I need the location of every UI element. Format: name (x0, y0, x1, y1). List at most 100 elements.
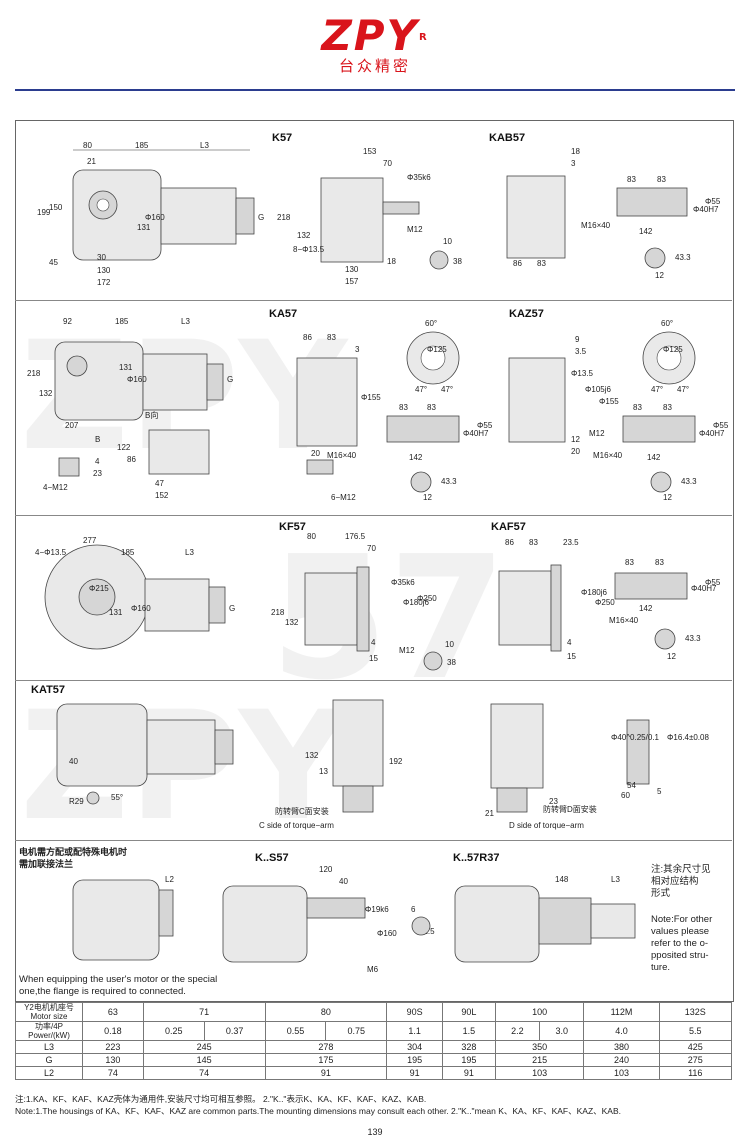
table-cell: 328 (442, 1040, 496, 1054)
dimension-label: 131 (137, 223, 151, 232)
dimension-label: 3 (571, 159, 576, 168)
dimension-label: 83 (427, 403, 436, 412)
table-cell: 245 (142, 1040, 266, 1054)
dimension-label: L3 (185, 548, 194, 557)
dimension-label: Φ180j6 (403, 598, 430, 607)
dimension-label: 40 (339, 877, 348, 886)
table-cell: 215 (494, 1053, 585, 1067)
dimension-label: 10 (443, 237, 452, 246)
dimension-label: 142 (409, 453, 423, 462)
dimension-label: Φ250 (595, 598, 615, 607)
dimension-label: Φ105j6 (585, 385, 612, 394)
dimension-label: 10 (445, 640, 454, 649)
dimension-label: 47 (155, 479, 164, 488)
dimension-label: 5 (657, 787, 662, 796)
table-cell: 0.75 (325, 1021, 388, 1041)
spec-table: Y2电机机座号 Motor size 63 71 80 90S 90L 100 … (15, 1002, 733, 1080)
dimension-label: 38 (447, 658, 456, 667)
dimension-label: 130 (345, 265, 359, 274)
dimension-label: 12 (655, 271, 664, 280)
dimension-label: 43.3 (675, 253, 691, 262)
dimension-label: Φ155 (361, 393, 381, 402)
dimension-label: D side of torque−arm (509, 821, 584, 830)
table-cell: 0.37 (203, 1021, 266, 1041)
dimension-label: C side of torque−arm (259, 821, 334, 830)
dimension-label: 防转臂D面安装 (543, 804, 597, 814)
table-cell: 0.18 (82, 1021, 144, 1041)
dimension-label: Φ40H7 (699, 429, 725, 438)
dimension-label: Φ180j6 (581, 588, 608, 597)
dimension-label: M16×40 (327, 451, 357, 460)
table-cell: 1.5 (442, 1021, 496, 1041)
logo-mark: ZPYR (321, 11, 429, 60)
dimension-label: 218 (271, 608, 285, 617)
dimension-label: B (95, 435, 100, 444)
dimension-label: 43.3 (685, 634, 701, 643)
dimension-label: 132 (285, 618, 299, 627)
dimension-label: 150 (49, 203, 63, 212)
dimension-label: 131 (109, 608, 123, 617)
dimension-label: 45 (49, 258, 58, 267)
table-cell: 74 (82, 1066, 144, 1080)
table-cell: 71 (142, 1002, 266, 1022)
dimension-label: Φ55 (705, 578, 721, 587)
dimension-label: Φ250 (417, 594, 437, 603)
dimension-label: 60 (621, 791, 630, 800)
page-number: 139 (367, 1127, 383, 1137)
dimension-label: 21 (485, 809, 494, 818)
dimension-label: Φ160 (377, 929, 397, 938)
dimension-label: Φ40H7 (691, 584, 717, 593)
dimension-label: L3 (200, 141, 209, 150)
dimension-label: R29 (69, 797, 84, 806)
table-row: Y2电机机座号 Motor size 63 71 80 90S 90L 100 … (15, 1002, 733, 1022)
dimension-label: 60° (425, 319, 437, 328)
dimension-label: 20 (571, 447, 580, 456)
table-cell: 91 (442, 1066, 496, 1080)
dimension-label: 4−Φ13.5 (35, 548, 67, 557)
dimension-label: 47° (651, 385, 663, 394)
dimension-label: 4 (95, 457, 100, 466)
table-cell: 175 (264, 1053, 388, 1067)
dimension-label: 277 (83, 536, 97, 545)
table-cell: 145 (142, 1053, 266, 1067)
dimension-label: 132 (297, 231, 311, 240)
dimension-label: 47° (441, 385, 453, 394)
dimension-label: 40 (69, 757, 78, 766)
dimension-label: 23 (549, 797, 558, 806)
dimension-label: 6−M12 (331, 493, 356, 502)
motor-size-label: Y2电机机座号 Motor size (15, 1002, 83, 1022)
dimension-label: Φ16.4±0.08 (667, 733, 709, 742)
table-cell: 80 (264, 1002, 388, 1022)
dimension-label: Φ35k6 (391, 578, 415, 587)
dimension-label: Φ160 (131, 604, 151, 613)
model-label-kaf57: KAF57 (491, 521, 526, 533)
dimension-label: 86 (505, 538, 514, 547)
dimension-label: 70 (383, 159, 392, 168)
dimension-label: Φ215 (89, 584, 109, 593)
dimension-label: 12 (571, 435, 580, 444)
table-cell: 74 (142, 1066, 266, 1080)
dimension-label: 12 (423, 493, 432, 502)
dimension-label: 83 (625, 558, 634, 567)
table-cell: 90L (442, 1002, 496, 1022)
dimension-label: 148 (555, 875, 569, 884)
section-flange: 电机需方配或配特殊电机时 需加联接法兰 K..S57 K..57R37 When… (15, 840, 732, 1000)
dimension-label: 218 (277, 213, 291, 222)
dimension-label: M16×40 (609, 616, 639, 625)
dimension-label: 83 (627, 175, 636, 184)
dimension-label: 86 (513, 259, 522, 268)
dimension-label: 15 (369, 654, 378, 663)
flange-note-cn: 电机需方配或配特殊电机时 需加联接法兰 (19, 847, 128, 869)
logo-subtitle: 台众精密 (338, 57, 411, 75)
dimension-label: 4 (371, 638, 376, 647)
table-cell: G (15, 1053, 83, 1067)
dimension-label: M16×40 (581, 221, 611, 230)
flange-note-en: When equipping the user's motor or the s… (19, 974, 218, 997)
